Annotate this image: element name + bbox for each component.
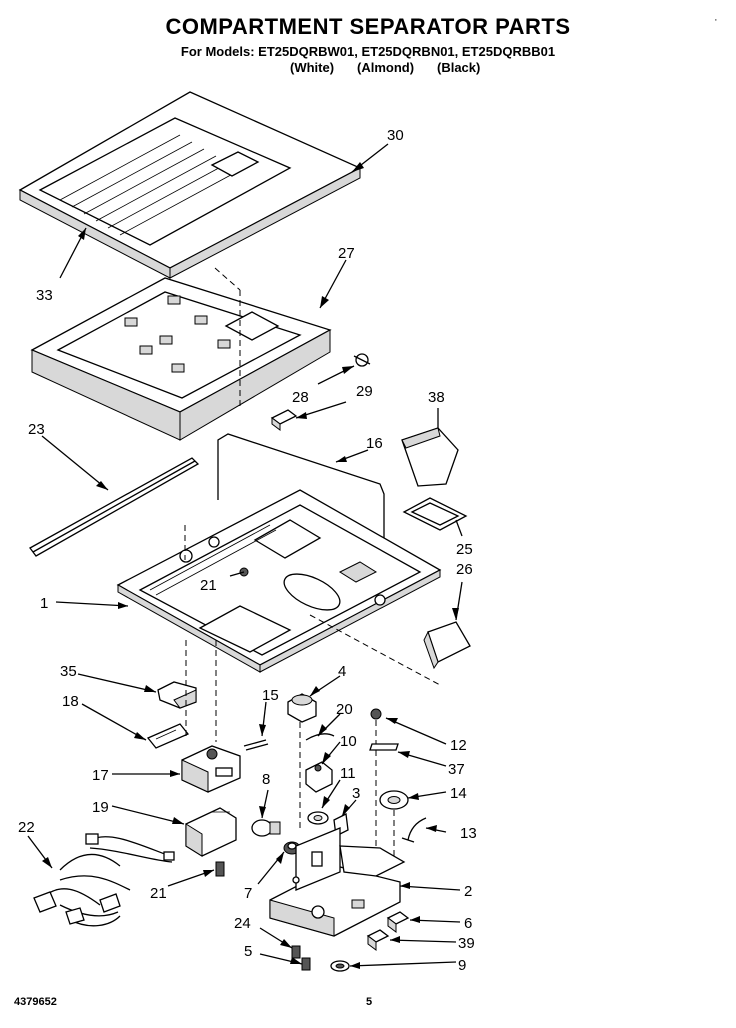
leader-lines <box>27 143 463 969</box>
switch-part-10 <box>305 761 333 793</box>
screw-part-24 <box>291 945 301 959</box>
gasket-part-25 <box>402 497 468 531</box>
washer-part-37 <box>369 743 399 751</box>
callout-26: 26 <box>456 561 473 578</box>
callout-25: 25 <box>456 541 473 558</box>
callout-39: 39 <box>458 935 475 952</box>
clip-part-28 <box>353 353 371 367</box>
wheel-part-14 <box>379 790 409 860</box>
callout-29: 29 <box>356 383 373 400</box>
tube-part-15 <box>243 739 269 751</box>
screw-part-12 <box>370 708 382 860</box>
callout-6: 6 <box>464 915 472 932</box>
callout-15: 15 <box>262 687 279 704</box>
bushing-part-11 <box>307 811 329 825</box>
bulb-part-8 <box>251 819 281 837</box>
callout-9: 9 <box>458 957 466 974</box>
color-black: (Black) <box>437 60 481 75</box>
plug-part-35 <box>157 681 197 709</box>
clip-part-6 <box>386 911 410 933</box>
screw-part-5 <box>301 957 311 971</box>
callout-16: 16 <box>366 435 383 452</box>
callout-1: 1 <box>40 595 48 612</box>
callout-21-upper: 21 <box>200 577 217 594</box>
callout-17: 17 <box>92 767 109 784</box>
callout-18: 18 <box>62 693 79 710</box>
wire-rod-part-16 <box>217 433 385 540</box>
callout-2: 2 <box>464 883 472 900</box>
callout-8: 8 <box>262 771 270 788</box>
callout-7: 7 <box>244 885 252 902</box>
pin-part-13 <box>401 817 427 843</box>
bin-part-38 <box>401 427 459 487</box>
callout-24: 24 <box>234 915 251 932</box>
callout-38: 38 <box>428 389 445 406</box>
callout-33: 33 <box>36 287 53 304</box>
screw-part-21-lower <box>215 861 225 877</box>
bracket-part-26 <box>423 621 471 670</box>
callout-4: 4 <box>338 663 346 680</box>
callout-30: 30 <box>387 127 404 144</box>
doc-number: 4379652 <box>14 996 57 1008</box>
callout-22: 22 <box>18 819 35 836</box>
callout-5: 5 <box>244 943 252 960</box>
wire-harness-part-22 <box>33 833 175 927</box>
callouts: 30 27 33 28 29 38 23 16 25 21 26 1 4 35 … <box>18 127 477 974</box>
callout-28: 28 <box>292 389 309 406</box>
color-almond: (Almond) <box>357 60 415 75</box>
clip-part-29 <box>270 409 298 431</box>
knob-part-4 <box>287 693 317 830</box>
callout-21-lower: 21 <box>150 885 167 902</box>
callout-3: 3 <box>352 785 360 802</box>
clip-part-39 <box>366 929 390 951</box>
callout-20: 20 <box>336 701 353 718</box>
corner-mark: · <box>714 14 718 26</box>
diagram-title: COMPARTMENT SEPARATOR PARTS <box>165 14 571 39</box>
callout-27: 27 <box>338 245 355 262</box>
callout-11: 11 <box>340 765 356 782</box>
callout-14: 14 <box>450 785 467 802</box>
cover-panel <box>18 91 362 279</box>
clip-part-20 <box>305 733 335 741</box>
callout-37: 37 <box>448 761 465 778</box>
label-part-18 <box>146 723 190 749</box>
callout-19: 19 <box>92 799 109 816</box>
callout-35: 35 <box>60 663 77 680</box>
nut-part-9 <box>330 960 350 972</box>
base-plate <box>116 489 442 686</box>
bracket-part-2 <box>269 827 406 937</box>
page-number: 5 <box>366 996 373 1008</box>
callout-12: 12 <box>450 737 467 754</box>
models-line: For Models: ET25DQRBW01, ET25DQRBN01, ET… <box>180 44 556 59</box>
housing-part-17 <box>181 640 241 793</box>
callout-23: 23 <box>28 421 45 438</box>
callout-13: 13 <box>460 825 477 842</box>
trim-strip-part-23 <box>29 457 200 557</box>
color-white: (White) <box>290 60 335 75</box>
callout-10: 10 <box>340 733 357 750</box>
separator-housing <box>30 267 332 441</box>
cover-part-19 <box>185 807 237 857</box>
